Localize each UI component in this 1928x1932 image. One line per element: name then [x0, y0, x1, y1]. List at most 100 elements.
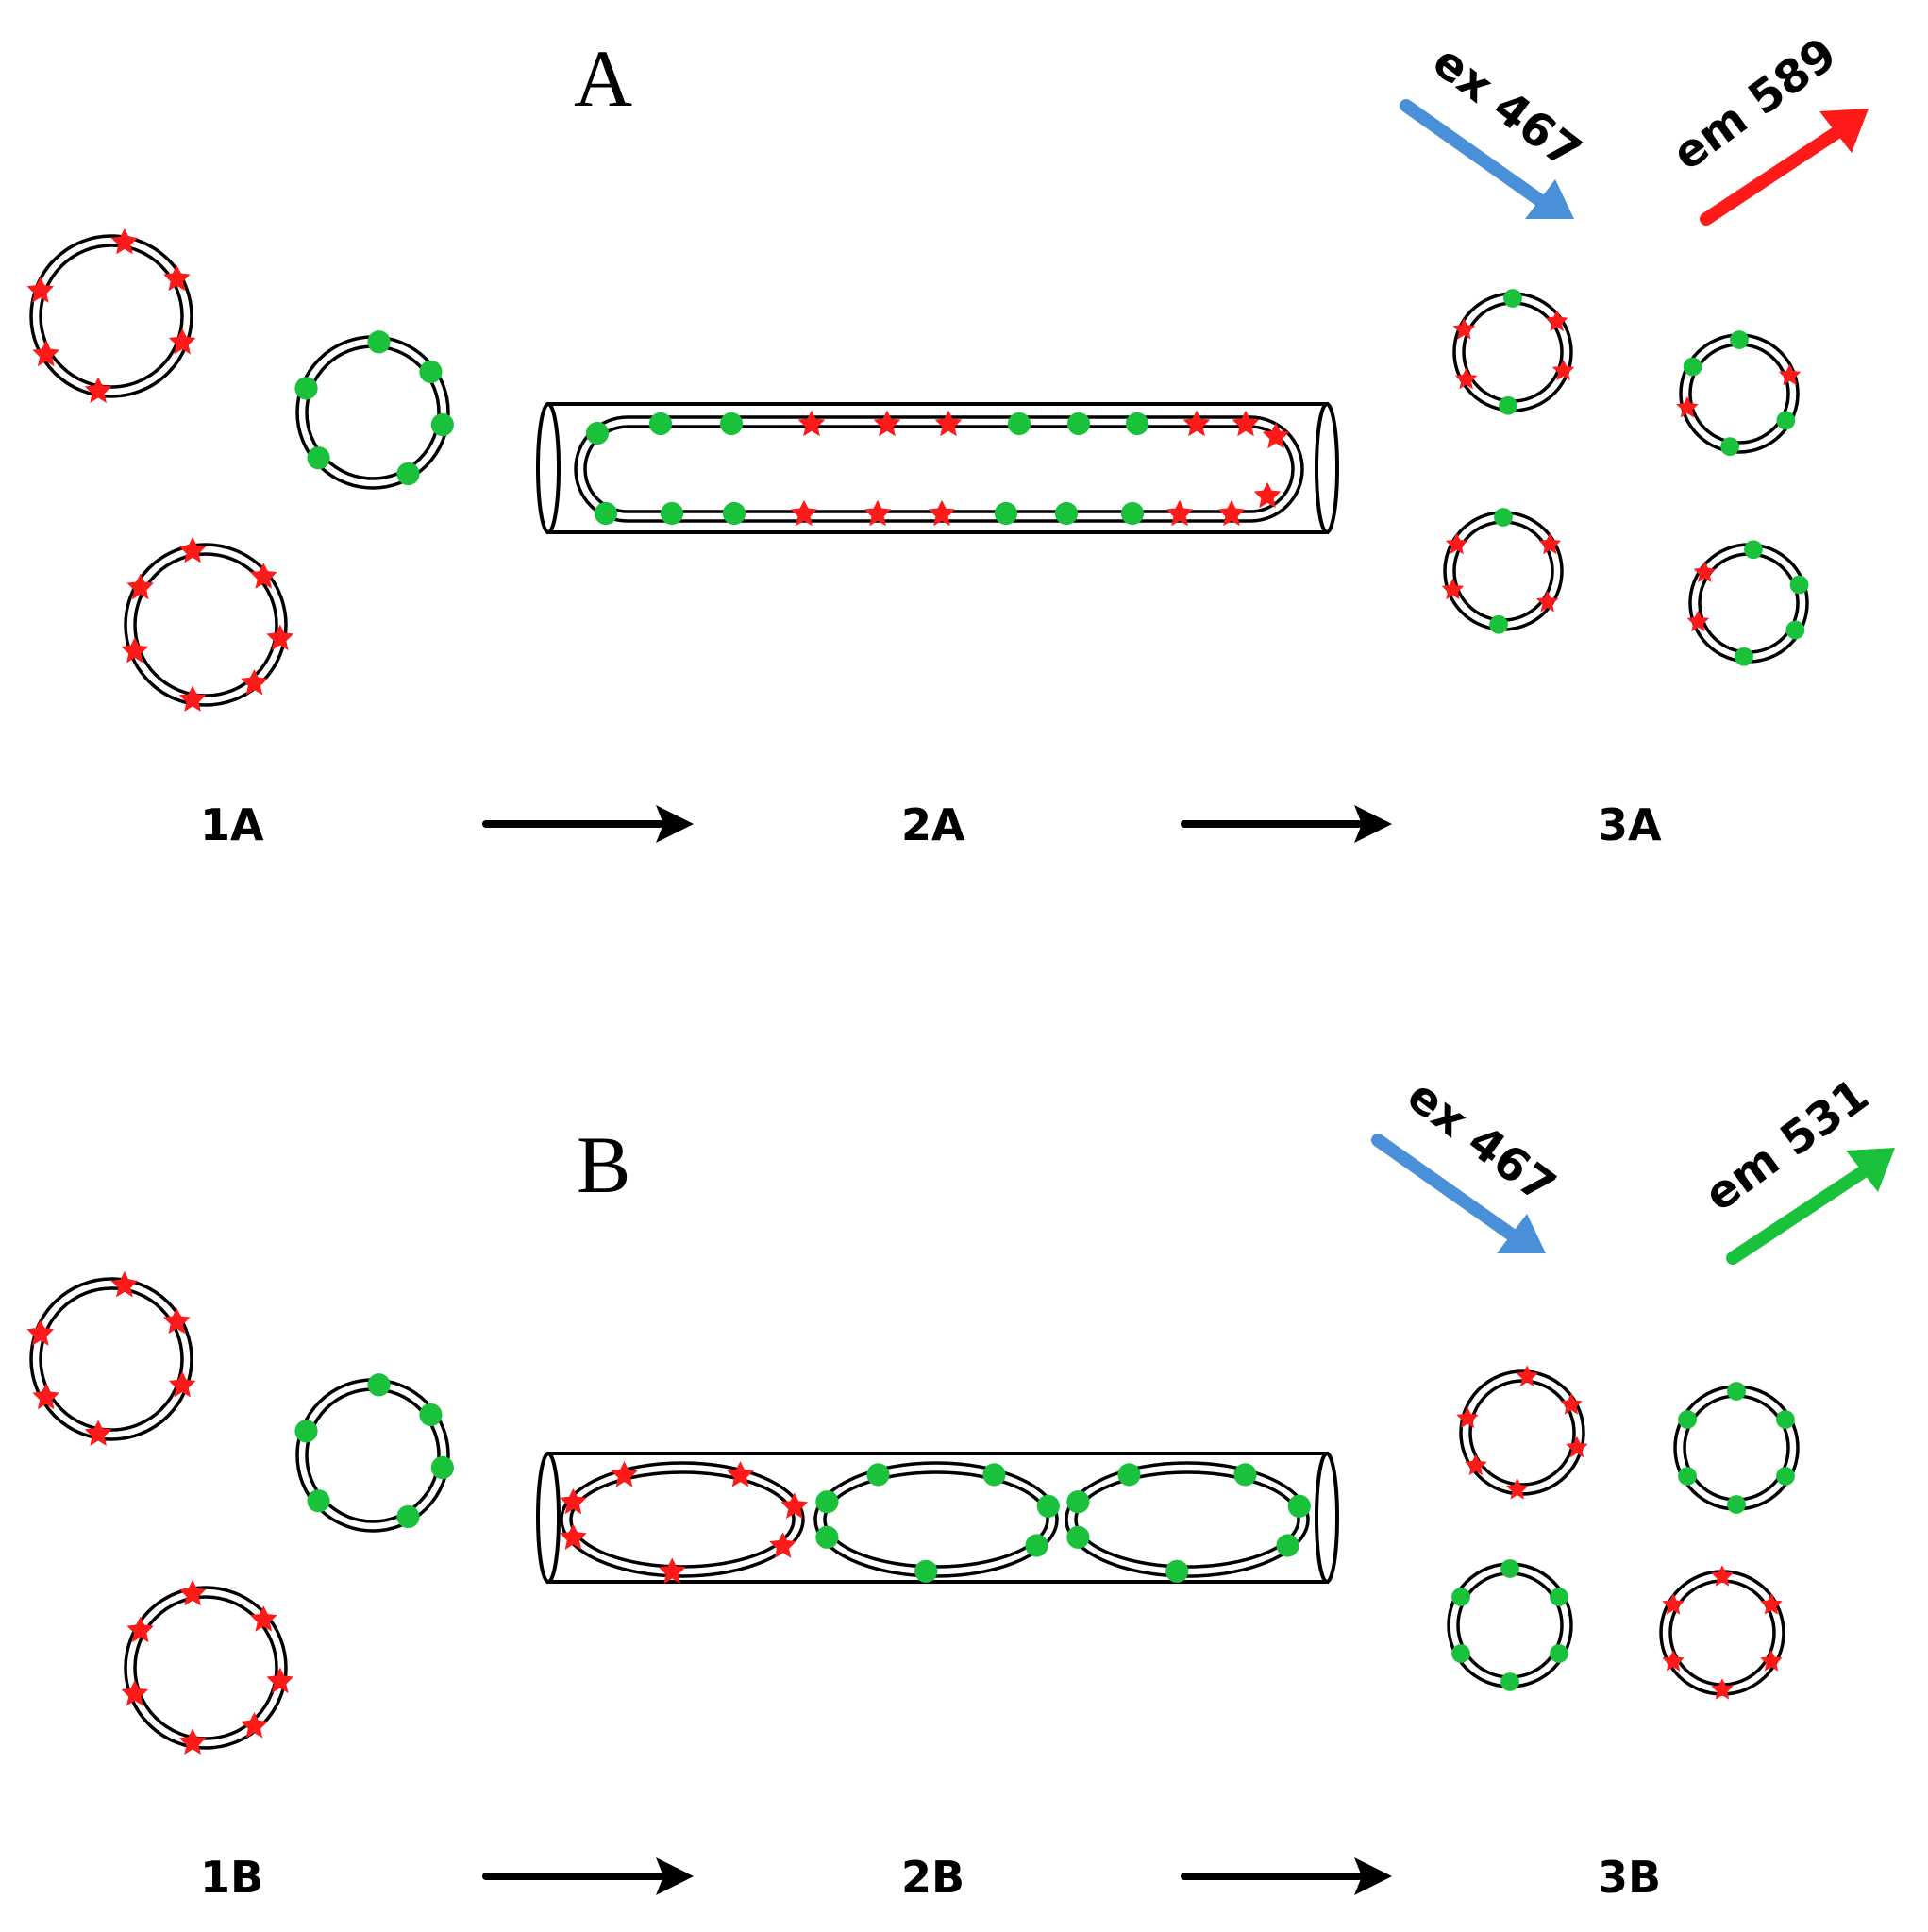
green-fluorophore-marker [1720, 437, 1740, 457]
panel-letter-a: A [574, 33, 632, 124]
green-vesicle [294, 330, 454, 490]
emission-arrow-a [1700, 109, 1869, 226]
step-label-2b: 2B [901, 1852, 964, 1903]
green-fluorophore-marker [1550, 1588, 1568, 1606]
green-fluorophore-marker [815, 1525, 839, 1549]
green-fluorophore-marker [1785, 620, 1805, 640]
green-fluorophore-marker [1683, 357, 1702, 377]
red-vesicle [121, 1579, 294, 1755]
green-fluorophore-marker [1727, 1382, 1746, 1401]
red-fluorophore-marker [178, 685, 207, 712]
mixed-vesicle [1676, 330, 1802, 457]
green-fluorophore-marker [294, 1420, 318, 1443]
green-fluorophore-marker [294, 377, 318, 400]
green-fluorophore-marker [419, 360, 443, 384]
green-fluorophore-marker [1735, 647, 1753, 666]
green-fluorophore-marker [1165, 1559, 1189, 1583]
green-fluorophore-marker [594, 501, 618, 526]
green-fluorophore-marker [430, 1455, 454, 1480]
red-fluorophore-marker [1506, 1478, 1529, 1500]
red-vesicle [26, 1270, 196, 1446]
green-fluorophore-marker [1117, 1463, 1141, 1487]
green-fluorophore-marker [866, 1463, 890, 1487]
excitation-arrow-a [1400, 99, 1574, 219]
green-fluorophore-marker [1550, 1644, 1568, 1663]
red-fluorophore-marker [241, 668, 268, 696]
green-fluorophore-marker [815, 1490, 839, 1514]
green-fluorophore-marker [1066, 412, 1091, 436]
green-fluorophore-marker [1776, 411, 1796, 430]
panel-a: A ex 467 [26, 27, 1869, 850]
green-fluorophore-marker [585, 421, 610, 445]
step-label-1a: 1A [200, 799, 264, 850]
green-fluorophore-marker [1125, 412, 1149, 436]
green-fluorophore-marker [1066, 1490, 1090, 1514]
green-fluorophore-marker [430, 412, 454, 437]
green-fluorophore-marker [1730, 330, 1749, 349]
green-fluorophore-marker [648, 412, 673, 436]
green-fluorophore-marker [1678, 1467, 1697, 1486]
green-fluorophore-marker [1494, 508, 1513, 527]
green-vesicle [1447, 1559, 1573, 1691]
step-label-3b: 3B [1598, 1852, 1661, 1903]
mixed-vesicle [1686, 540, 1809, 666]
step-label-2a: 2A [901, 799, 965, 850]
green-fluorophore-marker [914, 1559, 938, 1583]
excitation-label-a: ex 467 [1423, 35, 1591, 179]
red-fluorophore-marker [241, 1711, 268, 1739]
green-fluorophore-marker [982, 1463, 1006, 1487]
green-fluorophore-marker [1744, 540, 1763, 560]
green-fluorophore-marker [1776, 1467, 1795, 1486]
green-fluorophore-marker [1233, 1463, 1257, 1487]
green-fluorophore-marker [1500, 1672, 1519, 1691]
red-fluorophore-marker [266, 624, 294, 651]
green-fluorophore-marker [994, 501, 1018, 526]
green-fluorophore-marker [722, 501, 746, 526]
tube-end-right [1315, 402, 1339, 534]
green-fluorophore-marker [1287, 1494, 1311, 1518]
tube-end-left [536, 1452, 561, 1584]
green-fluorophore-marker [307, 446, 330, 470]
green-fluorophore-marker [367, 330, 391, 354]
green-fluorophore-marker [1451, 1588, 1470, 1606]
green-fluorophore-marker [419, 1403, 443, 1427]
process-arrow [1181, 1857, 1392, 1895]
green-fluorophore-marker [1120, 501, 1145, 526]
tube-end-left [536, 402, 561, 534]
step-3a-vesicles [1441, 289, 1809, 666]
red-fluorophore-marker [1711, 1678, 1734, 1700]
red-fluorophore-marker [84, 1420, 112, 1446]
capillary-tube [546, 1452, 1329, 1584]
mixed-vesicle [1441, 508, 1564, 634]
mixed-vesicle [1452, 289, 1575, 415]
emission-label-a: em 589 [1663, 27, 1846, 181]
step-2b-tube [536, 1452, 1339, 1584]
panel-letter-b: B [577, 1119, 630, 1210]
elongated-vesicle-green [813, 1461, 1060, 1583]
green-vesicle [294, 1373, 454, 1533]
red-vesicle [121, 536, 294, 712]
red-vesicle [26, 227, 196, 403]
panel-b: B ex 467 [26, 1068, 1895, 1903]
elongated-vesicle-red [560, 1461, 809, 1584]
green-fluorophore-marker [307, 1489, 330, 1513]
green-fluorophore-marker [1503, 289, 1522, 308]
elongated-vesicle-green [1065, 1461, 1311, 1583]
green-fluorophore-marker [719, 412, 744, 436]
green-fluorophore-marker [1727, 1495, 1746, 1514]
green-fluorophore-marker [1036, 1494, 1060, 1518]
green-fluorophore-marker [1500, 1559, 1519, 1578]
green-fluorophore-marker [1451, 1644, 1470, 1663]
green-fluorophore-marker [396, 1504, 420, 1529]
step-3b-vesicles [1447, 1365, 1800, 1700]
green-fluorophore-marker [1007, 412, 1031, 436]
green-vesicle [1673, 1382, 1800, 1514]
green-fluorophore-marker [396, 462, 420, 486]
step-1a-vesicles [26, 227, 454, 712]
red-fluorophore-marker [1711, 1565, 1734, 1587]
emission-arrow-b [1726, 1148, 1895, 1265]
fused-vesicle-markers [585, 410, 1290, 527]
step-2a-tube [536, 402, 1339, 534]
green-fluorophore-marker [1678, 1410, 1697, 1429]
